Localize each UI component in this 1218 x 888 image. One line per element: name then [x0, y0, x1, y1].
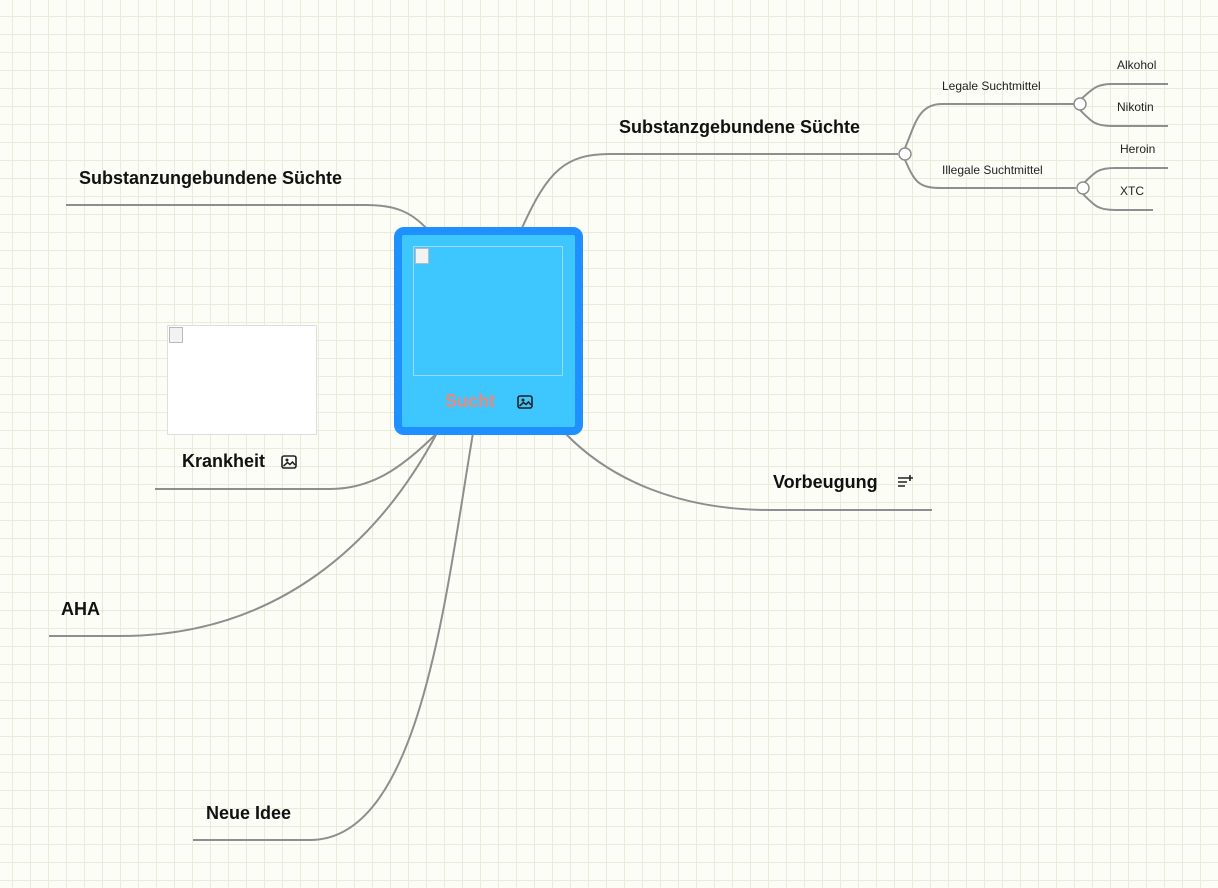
connector-neue-idee: [193, 432, 474, 841]
branch-aha[interactable]: AHA: [61, 599, 100, 619]
connector-alkohol: [1079, 83, 1168, 101]
branch-substanzgebunden[interactable]: Substanzgebundene Süchte: [619, 117, 861, 137]
connector-xtc: [1082, 193, 1153, 211]
connector-substanzgebunden: [521, 153, 898, 229]
leaf-heroin[interactable]: Heroin: [1120, 142, 1156, 156]
collapse-toggle-illegal[interactable]: [1076, 181, 1090, 195]
notes-icon[interactable]: [896, 473, 914, 491]
branch-vorbeugung[interactable]: Vorbeugung: [773, 472, 878, 492]
branch-krankheit[interactable]: Krankheit: [182, 451, 266, 471]
subbranch-illegal[interactable]: Illegale Suchtmittel: [942, 163, 1043, 177]
connector-heroin: [1082, 167, 1168, 185]
connector-nikotin: [1079, 109, 1168, 127]
collapse-toggle-legal[interactable]: [1073, 97, 1087, 111]
connector-aha: [49, 432, 438, 637]
leaf-nikotin[interactable]: Nikotin: [1117, 100, 1154, 114]
krankheit-image[interactable]: [167, 325, 317, 435]
broken-image-icon: [169, 327, 183, 343]
central-node-label: Sucht: [445, 391, 496, 411]
connector-vorbeugung: [564, 432, 932, 511]
central-node[interactable]: Sucht: [394, 227, 583, 435]
connector-illegal: [904, 159, 1076, 189]
connector-substanzungebunden: [66, 204, 429, 231]
leaf-xtc[interactable]: XTC: [1120, 184, 1144, 198]
leaf-alkohol[interactable]: Alkohol: [1117, 58, 1157, 72]
broken-image-icon: [415, 248, 429, 264]
image-icon[interactable]: [280, 453, 298, 471]
subbranch-legal[interactable]: Legale Suchtmittel: [942, 79, 1041, 93]
image-icon[interactable]: [516, 393, 534, 411]
connector-krankheit: [155, 432, 438, 490]
branch-neue-idee[interactable]: Neue Idee: [206, 803, 292, 823]
collapse-toggle-substanzgebunden[interactable]: [898, 147, 912, 161]
connector-legal: [904, 103, 1074, 149]
branch-substanzungebunden[interactable]: Substanzungebundene Süchte: [79, 168, 343, 188]
central-node-image: [413, 246, 563, 376]
